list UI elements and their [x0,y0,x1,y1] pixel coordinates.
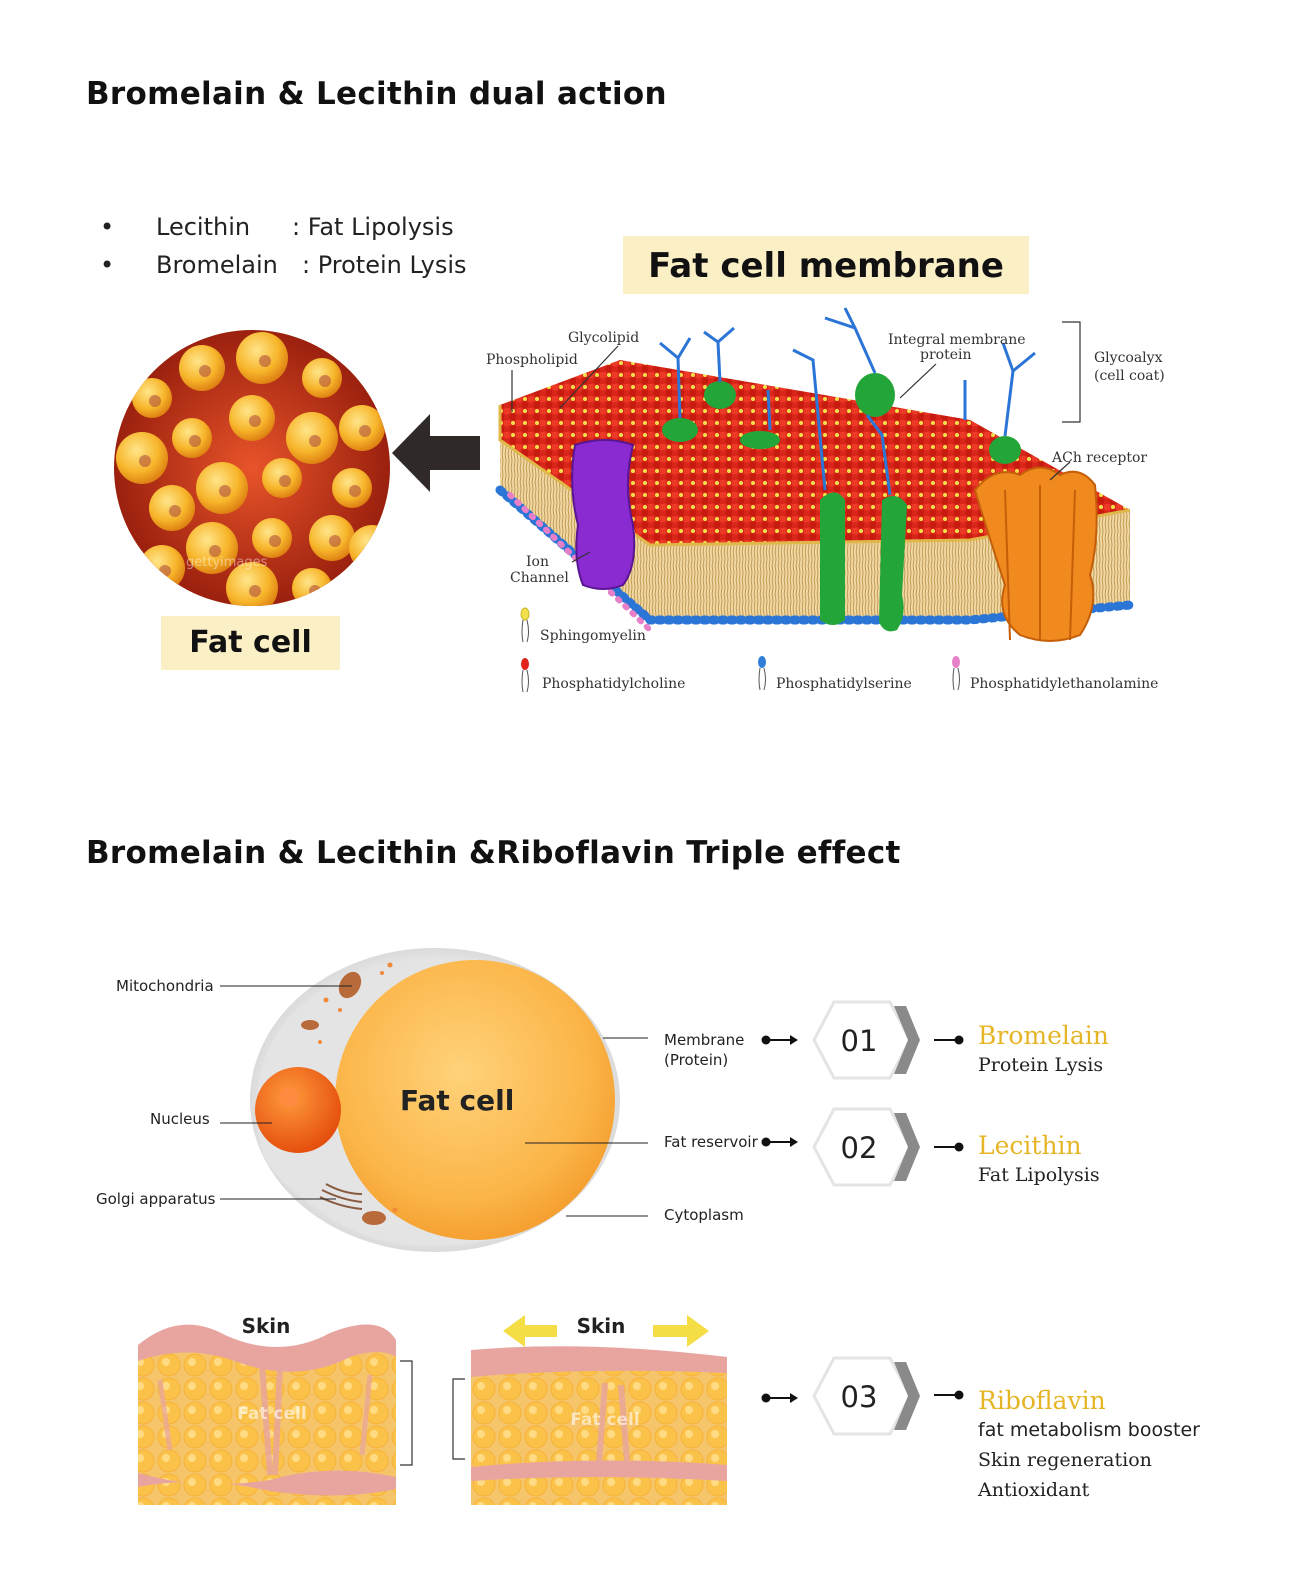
cell-nucleus-dot [199,365,211,377]
step-number: 01 [841,1024,878,1058]
lipid-legend: Sphingomyelin Phosphatidylcholine Phosph… [520,607,1158,693]
mitochondria-label: Mitochondria [116,977,214,995]
bullet-dot: • [100,213,115,241]
cell-nucleus-dot [209,545,221,557]
skin-before-panel: Skin Fat cell [138,1314,413,1505]
right-arrow-icon [934,1142,964,1152]
cell-nucleus-dot [169,505,181,517]
membrane-protein-label: Membrane (Protein) [664,1030,744,1070]
membrane-label-line: (Protein) [664,1051,729,1069]
membrane-label-line: Membrane [664,1031,745,1049]
bullet-name: Bromelain [156,251,278,279]
nucleus-label: Nucleus [150,1110,210,1128]
legend-label: Phosphatidylserine [776,676,912,692]
skin-label: Skin [577,1314,626,1338]
double-arrow-icon [761,1137,798,1147]
phospholipid-label: Phospholipid [486,352,578,368]
cell-nucleus-dot [369,545,381,557]
fat-cell-inner-label: Fat cell [570,1410,639,1430]
step-03-badge: 03 [812,1356,920,1436]
ion-channel-label: Ion [526,554,549,570]
watermark: gettyimages [186,555,268,570]
cell-nucleus-dot [309,435,321,447]
cell-nucleus-dot [329,535,341,547]
fat-reservoir-label: Fat reservoir [664,1133,758,1151]
bullet-effect: : Protein Lysis [302,251,467,279]
bullet-effect: : Fat Lipolysis [292,213,454,241]
step-02-text: Lecithin Fat Lipolysis [978,1131,1100,1190]
right-arrow-icon [934,1390,964,1400]
cell-nucleus-dot [279,475,291,487]
ingredient-effect: Fat Lipolysis [978,1164,1100,1186]
cell-title: Fat cell [400,1084,514,1117]
membrane-title: Fat cell membrane [623,236,1029,294]
step-number: 02 [841,1131,878,1165]
section2-title: Bromelain & Lecithin &Riboflavin Triple … [86,835,901,871]
legend-sphingomyelin: Sphingomyelin [520,607,646,644]
legend-phosphatidylcholine: Phosphatidylcholine [521,658,685,693]
step-01-text: Bromelain Protein Lysis [978,1021,1109,1080]
ingredient-effect: fat metabolism booster [978,1419,1200,1441]
ingredient-effect: Protein Lysis [978,1054,1104,1076]
bullet-name: Lecithin [156,213,251,241]
skin-label: Skin [242,1314,291,1338]
cell-nucleus-dot [349,485,361,497]
right-arrow-icon [934,1035,964,1045]
integral-protein-label-2: protein [920,347,972,363]
ach-receptor-label: ACh receptor [1051,450,1147,466]
cell-nucleus-dot [359,425,371,437]
step-02-badge: 02 [812,1107,920,1187]
bullet-dot: • [100,251,115,279]
fat-cell-diagram: Fat cell [220,948,648,1252]
cell-nucleus-dot [249,585,261,597]
legend-label: Sphingomyelin [540,628,646,644]
cell-nucleus-dot [189,435,201,447]
ingredient-effect: Skin regeneration [978,1449,1152,1471]
glycolipid-label: Glycolipid [568,330,639,346]
cell-nucleus-dot [139,455,151,467]
golgi-label: Golgi apparatus [96,1190,216,1208]
cell-nucleus-dot [319,375,331,387]
step-01-badge: 01 [812,1000,920,1080]
ingredient-name: Riboflavin [978,1386,1106,1415]
cell-nucleus-dot [219,485,231,497]
step-number: 03 [841,1380,878,1414]
bullet-item: • Lecithin : Fat Lipolysis [100,208,467,246]
ion-channel-label-2: Channel [510,570,569,586]
double-arrow-icon [761,1035,798,1045]
bullet-list: • Lecithin : Fat Lipolysis • Bromelain :… [100,208,467,284]
double-arrow-icon [761,1393,798,1403]
cell-nucleus-dot [149,395,161,407]
fat-cell-micrograph: gettyimages [114,330,390,606]
cell-nucleus-dot [269,535,281,547]
legend-label: Phosphatidylethanolamine [970,676,1158,692]
cell-nucleus-dot [309,585,321,597]
glycocalyx-label-2: (cell coat) [1094,368,1165,384]
glycocalyx-label: Glycoalyx [1094,350,1163,366]
ingredient-effect: Antioxidant [978,1479,1090,1501]
ingredient-name: Lecithin [978,1131,1082,1160]
membrane-diagram: Phospholipid Glycolipid Integral membran… [486,307,1165,693]
cell-nucleus-dot [259,355,271,367]
fat-cell-label: Fat cell [161,616,340,670]
legend-label: Phosphatidylcholine [542,676,685,692]
cell-nucleus-dot [249,415,261,427]
step-03-text: Riboflavin fat metabolism booster Skin r… [978,1386,1200,1505]
fat-cell-inner-label: Fat cell [237,1404,306,1424]
cytoplasm-label: Cytoplasm [664,1206,744,1224]
integral-protein-label: Integral membrane [888,332,1026,348]
bullet-item: • Bromelain : Protein Lysis [100,246,467,284]
cell-nucleus-dot [159,565,171,577]
section1-title: Bromelain & Lecithin dual action [86,76,667,112]
ingredient-name: Bromelain [978,1021,1109,1050]
legend-phosphatidylserine: Phosphatidylserine [758,656,912,692]
skin-after-panel: Skin Fat cell [452,1314,727,1505]
legend-phosphatidylethanolamine: Phosphatidylethanolamine [952,656,1158,692]
left-arrow-icon [392,414,480,492]
